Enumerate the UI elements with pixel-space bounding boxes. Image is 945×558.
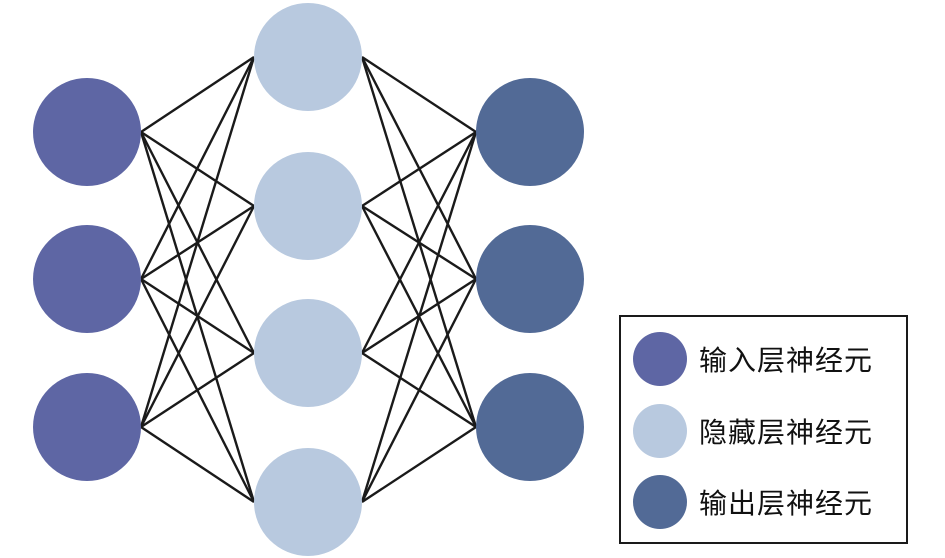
legend-item-output: 输出层神经元 — [633, 474, 873, 530]
legend-item-input: 输入层神经元 — [633, 331, 873, 387]
output-neuron-swatch-icon — [633, 475, 687, 529]
connection-input-2-to-hidden-1 — [139, 56, 256, 280]
legend-label-output: 输出层神经元 — [699, 487, 874, 520]
connection-hidden-4-to-output-3 — [361, 425, 477, 504]
input-neuron-3 — [33, 373, 141, 481]
connection-hidden-4-to-output-2 — [360, 278, 478, 503]
output-neuron-3 — [476, 373, 584, 481]
connection-input-3-to-hidden-3 — [140, 351, 255, 429]
connection-hidden-1-to-output-1 — [361, 55, 477, 134]
output-neuron-1 — [476, 78, 584, 186]
legend: 输入层神经元 隐藏层神经元 输出层神经元 — [619, 315, 908, 544]
legend-label-input: 输入层神经元 — [699, 344, 874, 377]
connection-hidden-4-to-output-1 — [360, 131, 478, 503]
connections — [139, 55, 478, 504]
output-neuron-2 — [476, 225, 584, 333]
connection-hidden-2-to-output-1 — [361, 130, 477, 208]
connection-input-3-to-hidden-2 — [139, 205, 256, 428]
hidden-neuron-1 — [254, 3, 362, 111]
hidden-neuron-3 — [254, 299, 362, 407]
connection-input-3-to-hidden-4 — [140, 426, 255, 503]
input-neuron-2 — [33, 225, 141, 333]
connection-input-1-to-hidden-1 — [140, 56, 255, 133]
hidden-neuron-4 — [254, 448, 362, 556]
hidden-neuron-2 — [254, 152, 362, 260]
input-neuron-swatch-icon — [633, 332, 687, 386]
neurons — [33, 3, 584, 556]
connection-input-3-to-hidden-1 — [139, 56, 256, 428]
legend-item-hidden: 隐藏层神经元 — [633, 403, 873, 459]
hidden-neuron-swatch-icon — [633, 404, 687, 458]
legend-label-hidden: 隐藏层神经元 — [699, 416, 874, 449]
connection-hidden-3-to-output-1 — [360, 131, 478, 354]
input-neuron-1 — [33, 78, 141, 186]
